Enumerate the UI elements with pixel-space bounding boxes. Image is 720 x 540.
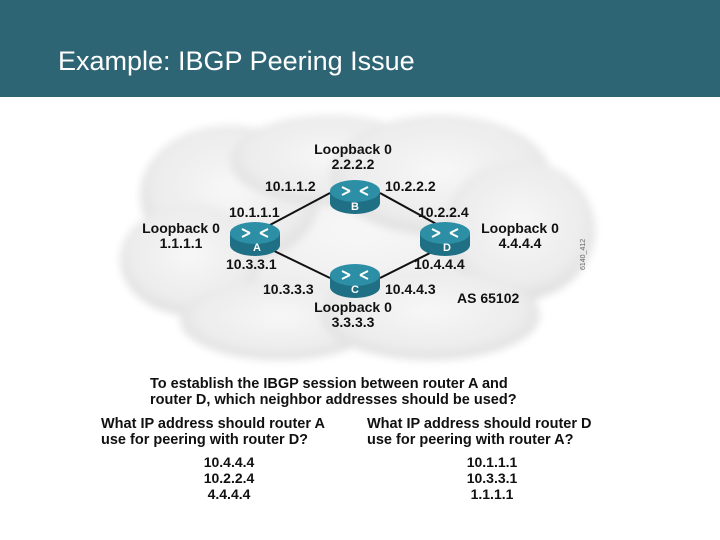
interface-b-right: 10.2.2.2 <box>385 178 436 194</box>
interface-c-left: 10.3.3.3 <box>263 281 314 297</box>
left-question-line-2: use for peering with router D? <box>101 432 309 448</box>
figure-id: 6140_412 <box>580 238 587 270</box>
right-answer: 10.3.3.1 <box>466 470 518 486</box>
router-d-loopback-ip: 4.4.4.4 <box>498 235 542 251</box>
right-answer: 1.1.1.1 <box>470 486 514 502</box>
interface-a-bottom: 10.3.3.1 <box>226 256 277 272</box>
interface-c-right: 10.4.4.3 <box>385 281 436 297</box>
interface-b-left: 10.1.1.2 <box>265 178 316 194</box>
router-a-letter: A <box>253 242 261 254</box>
left-answer: 10.4.4.4 <box>203 454 255 470</box>
link-a-b <box>267 192 331 227</box>
interface-d-bottom: 10.4.4.4 <box>414 256 465 272</box>
router-a-loopback-label: Loopback 0 <box>142 220 220 236</box>
interface-a-top: 10.1.1.1 <box>229 204 280 220</box>
left-answer: 4.4.4.4 <box>207 486 251 502</box>
router-b-loopback-label: Loopback 0 <box>314 141 392 157</box>
router-b-loopback-ip: 2.2.2.2 <box>331 156 375 172</box>
router-a-loopback-ip: 1.1.1.1 <box>159 235 203 251</box>
router-c-icon: C <box>328 261 382 301</box>
right-question-line-2: use for peering with router A? <box>367 432 574 448</box>
router-c-loopback-ip: 3.3.3.3 <box>331 314 375 330</box>
router-d-icon: D <box>418 219 472 259</box>
link-a-c <box>267 247 331 279</box>
title-bar: Example: IBGP Peering Issue <box>0 0 720 97</box>
router-b-icon: B <box>328 177 382 217</box>
as-number-label: AS 65102 <box>457 290 520 306</box>
router-c-loopback-label: Loopback 0 <box>314 299 392 315</box>
router-a-icon: A <box>228 219 282 259</box>
left-question-line-1: What IP address should router A <box>101 416 325 432</box>
router-d-letter: D <box>443 242 451 254</box>
main-question-line-1: To establish the IBGP session between ro… <box>150 376 508 392</box>
slide-title: Example: IBGP Peering Issue <box>58 46 415 76</box>
right-question-line-1: What IP address should router D <box>367 416 592 432</box>
router-d-loopback-label: Loopback 0 <box>481 220 559 236</box>
link-b-d <box>379 192 441 227</box>
router-c-letter: C <box>351 284 359 296</box>
interface-d-top: 10.2.2.4 <box>418 204 469 220</box>
right-answer: 10.1.1.1 <box>466 454 518 470</box>
router-b-letter: B <box>351 201 359 213</box>
main-question-line-2: router D, which neighbor addresses shoul… <box>150 392 517 408</box>
cloud-shape <box>120 115 595 360</box>
left-answer: 10.2.2.4 <box>203 470 255 486</box>
